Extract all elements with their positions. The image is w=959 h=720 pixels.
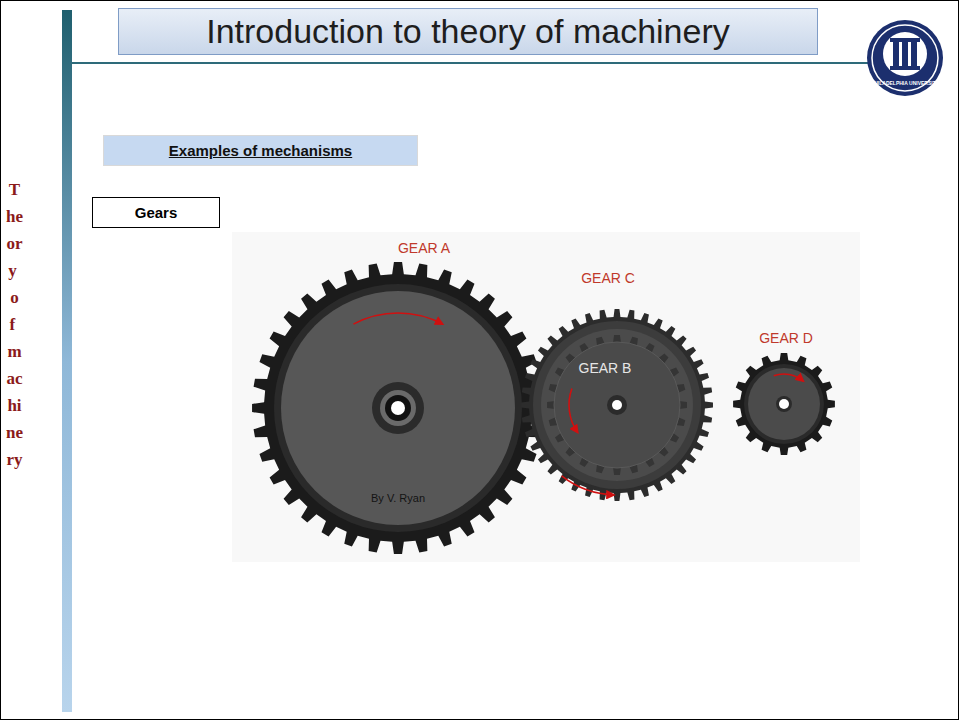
gear-label: GEAR B (579, 360, 632, 376)
credit-text: By V. Ryan (371, 492, 425, 504)
rotation-arrow (562, 476, 614, 495)
axle-hole (391, 401, 405, 415)
logo-text: PHILADELPHIA UNIVERSITY (871, 80, 939, 86)
gear-disc (281, 291, 515, 525)
title-box: Introduction to theory of machinery (118, 8, 818, 55)
rotation-arrow (353, 313, 442, 324)
gear-disc (533, 321, 701, 489)
gear-label: GEAR C (581, 270, 635, 286)
gear-disc (744, 364, 824, 444)
title-rule (72, 62, 905, 64)
gear-body (521, 309, 713, 501)
rotation-arrow (569, 389, 578, 433)
gear-train (252, 262, 835, 554)
gear-label: GEAR A (398, 240, 450, 256)
hub (372, 382, 424, 434)
side-bar (62, 10, 72, 712)
gear-b-disc (554, 342, 680, 468)
hub (607, 395, 627, 415)
image-ground (232, 232, 860, 562)
axle-hole (612, 400, 622, 410)
vertical-subject: Theory of machinery (6, 176, 23, 473)
section-box: Examples of mechanisms (103, 135, 418, 166)
university-logo (867, 20, 943, 96)
gear-body (252, 262, 544, 554)
box-text: Introduction to theory of machinery (206, 12, 730, 51)
topic-box: Gears (92, 197, 220, 228)
gear-disc (274, 284, 522, 532)
gear-disc (748, 368, 820, 440)
axle-hole (779, 399, 789, 409)
hub (776, 396, 792, 412)
gear-b-body (547, 335, 687, 475)
hub-ring (385, 395, 411, 421)
box-text: Examples of mechanisms (169, 142, 352, 159)
gear-disc (541, 329, 693, 481)
gear-label: GEAR D (759, 330, 813, 346)
rotation-arrow (774, 374, 804, 381)
hub-ring (380, 390, 416, 426)
gear-body (733, 353, 835, 455)
box-text: Gears (135, 204, 178, 221)
